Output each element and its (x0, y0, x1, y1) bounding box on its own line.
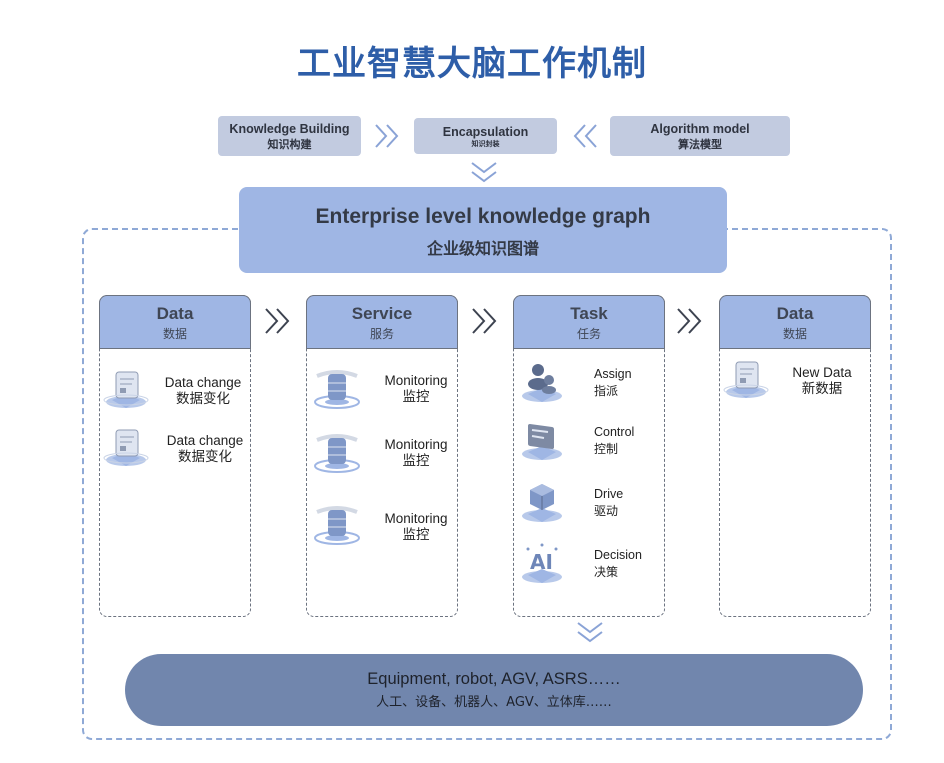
list-item: Assign 指派 (514, 360, 664, 416)
encapsulation-zh: 知识封装 (471, 140, 500, 148)
item-label-en: Assign (594, 367, 632, 381)
item-label-zh: 决策 (594, 565, 619, 579)
encapsulation-en: Encapsulation (442, 125, 529, 139)
knowledge-building-box: Knowledge Building 知识构建 (218, 116, 361, 156)
item-label-zh: 监控 (402, 389, 430, 405)
database-monitor-icon (314, 370, 360, 409)
execution-layer: Equipment, robot, AGV, ASRS…… 人工、设备、机器人、… (125, 654, 863, 726)
knowledge-building-en: Knowledge Building (229, 122, 350, 136)
item-label-en: Monitoring (384, 437, 448, 452)
column-title-en: Service (351, 304, 413, 323)
data-document-icon (103, 429, 149, 466)
list-item: Control 控制 (514, 418, 664, 474)
double-chevron-right-icon (675, 306, 705, 341)
service-column: Service 服务 Monitoring 监控 Monitoring 监控 (306, 295, 458, 617)
column-title-zh: 数据 (782, 327, 807, 341)
assign-users-icon (522, 364, 562, 402)
execution-en: Equipment, robot, AGV, ASRS…… (367, 670, 621, 688)
list-item: Data change 数据变化 (100, 424, 250, 480)
item-label-zh: 新数据 (801, 381, 843, 397)
item-label-zh: 监控 (402, 527, 430, 543)
item-label-zh: 驱动 (594, 504, 619, 518)
double-chevron-right-icon (373, 122, 403, 155)
double-chevron-left-icon (569, 122, 599, 155)
column-title-zh: 任务 (576, 327, 601, 341)
item-label-zh: 监控 (402, 453, 430, 469)
double-chevron-right-icon (470, 306, 500, 341)
knowledge-graph-en: Enterprise level knowledge graph (315, 205, 651, 228)
new-data-column: Data 数据 New Data 新数据 (719, 295, 871, 617)
column-title-en: Data (156, 304, 194, 323)
task-column-header: Task 任务 (513, 295, 665, 349)
item-label-zh: 指派 (594, 384, 619, 398)
column-title-en: Task (570, 304, 608, 323)
drive-cube-icon (522, 484, 562, 522)
data-column-header: Data 数据 (99, 295, 251, 349)
column-title-en: Data (776, 304, 814, 323)
service-column-header: Service 服务 (306, 295, 458, 349)
column-title-zh: 服务 (369, 327, 394, 341)
encapsulation-box: Encapsulation 知识封装 (414, 118, 557, 154)
double-chevron-down-icon (469, 160, 499, 191)
data-document-icon (723, 361, 769, 398)
enterprise-knowledge-graph: Enterprise level knowledge graph 企业级知识图谱 (239, 187, 727, 273)
ai-decision-icon: AI (522, 543, 562, 583)
list-item: Data change 数据变化 (100, 366, 250, 422)
list-item: Monitoring 监控 (307, 428, 457, 484)
database-monitor-icon (314, 434, 360, 473)
list-item: AI Decision 决策 (514, 541, 664, 597)
item-label-en: Monitoring (384, 511, 448, 526)
page-title: 工业智慧大脑工作机制 (297, 44, 647, 84)
knowledge-graph-zh: 企业级知识图谱 (426, 239, 539, 258)
data-column: Data 数据 Data change 数据变化 Data change 数据变… (99, 295, 251, 617)
item-label-en: Data change (166, 433, 244, 448)
item-label-zh: 数据变化 (178, 449, 232, 465)
control-screen-icon (522, 423, 562, 460)
knowledge-building-zh: 知识构建 (267, 138, 312, 151)
item-label-en: Decision (594, 548, 642, 562)
list-item: New Data 新数据 (720, 356, 870, 412)
double-chevron-right-icon (263, 306, 293, 341)
item-label-en: Drive (594, 487, 624, 501)
algorithm-model-box: Algorithm model 算法模型 (610, 116, 790, 156)
list-item: Monitoring 监控 (307, 364, 457, 420)
item-label-zh: 控制 (594, 442, 619, 456)
item-label-zh: 数据变化 (176, 391, 230, 407)
execution-zh: 人工、设备、机器人、AGV、立体库…… (376, 695, 612, 710)
svg-text:AI: AI (530, 550, 553, 574)
item-label-en: New Data (792, 365, 852, 380)
item-label-en: Data change (164, 375, 242, 390)
item-label-en: Monitoring (384, 373, 448, 388)
item-label-en: Control (594, 425, 635, 439)
double-chevron-down-icon (575, 620, 605, 651)
list-item: Monitoring 监控 (307, 500, 457, 556)
algorithm-model-en: Algorithm model (650, 122, 750, 136)
database-monitor-icon (314, 506, 360, 545)
new-data-column-header: Data 数据 (719, 295, 871, 349)
list-item: Drive 驱动 (514, 480, 664, 536)
data-document-icon (103, 371, 149, 408)
task-column: Task 任务 Assign 指派 Control 控制 (513, 295, 665, 617)
algorithm-model-zh: 算法模型 (678, 138, 722, 151)
column-title-zh: 数据 (162, 327, 187, 341)
